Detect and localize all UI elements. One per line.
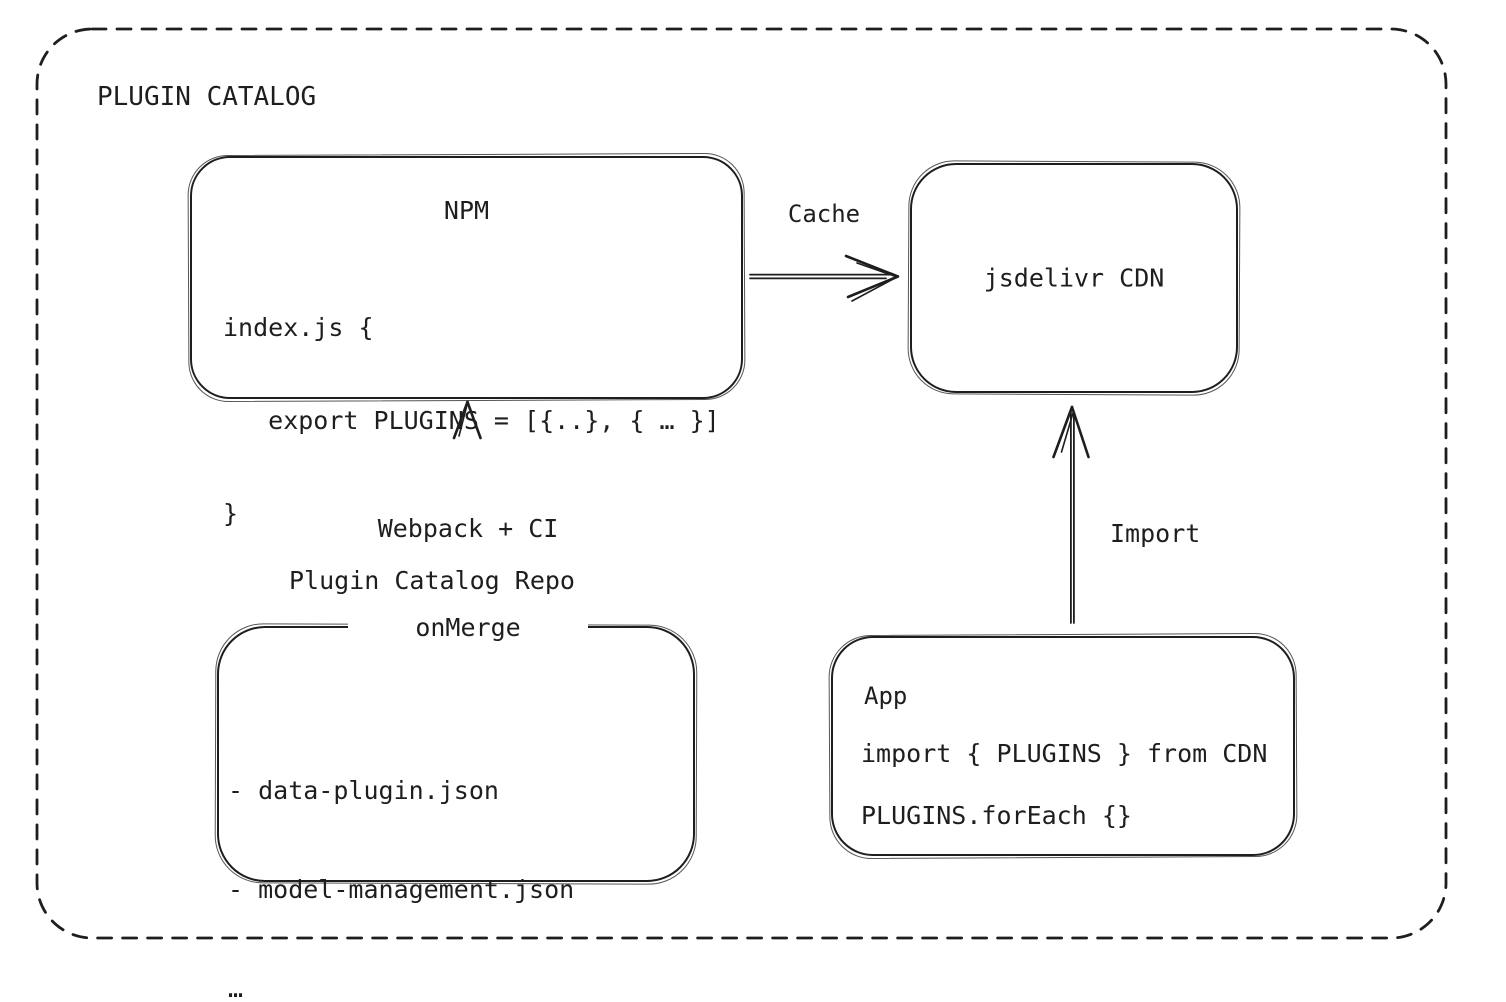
- build-arrow-label: Webpack + CI onMerge: [348, 446, 588, 710]
- cdn-node: jsdelivr CDN: [910, 163, 1238, 393]
- npm-code-block: index.js { export PLUGINS = [{..}, { … }…: [223, 250, 720, 591]
- frame-title: PLUGIN CATALOG: [97, 82, 317, 112]
- repo-file-item: - model-management.json: [228, 875, 575, 904]
- import-arrow-label: Import: [1110, 519, 1201, 548]
- repo-file-item: - data-plugin.json: [228, 776, 499, 805]
- cdn-node-label: jsdelivr CDN: [983, 263, 1165, 293]
- repo-node-caption: Plugin Catalog Repo: [289, 566, 575, 595]
- import-arrow: [1052, 405, 1090, 624]
- app-code-line: PLUGINS.forEach {}: [861, 801, 1132, 830]
- npm-node-title: NPM: [443, 196, 490, 225]
- repo-file-list: - data-plugin.json - model-management.js…: [228, 708, 574, 1002]
- build-arrow-label-line: onMerge: [415, 613, 521, 642]
- npm-code-line: index.js {: [223, 313, 374, 342]
- app-node: App import { PLUGINS } from CDN PLUGINS.…: [831, 636, 1295, 856]
- cache-arrow: [749, 254, 900, 302]
- app-node-title: App: [864, 682, 908, 710]
- cache-arrow-label: Cache: [787, 200, 861, 228]
- npm-code-line: export PLUGINS = [{..}, { … }]: [223, 406, 720, 435]
- app-code-line: import { PLUGINS } from CDN: [861, 739, 1268, 768]
- npm-code-line: }: [223, 499, 239, 528]
- repo-file-item: …: [228, 974, 244, 1002]
- build-arrow-label-line: Webpack + CI: [377, 514, 559, 543]
- npm-node: NPM index.js { export PLUGINS = [{..}, {…: [190, 156, 743, 528]
- plugin-catalog-frame-border: [35, 27, 1448, 940]
